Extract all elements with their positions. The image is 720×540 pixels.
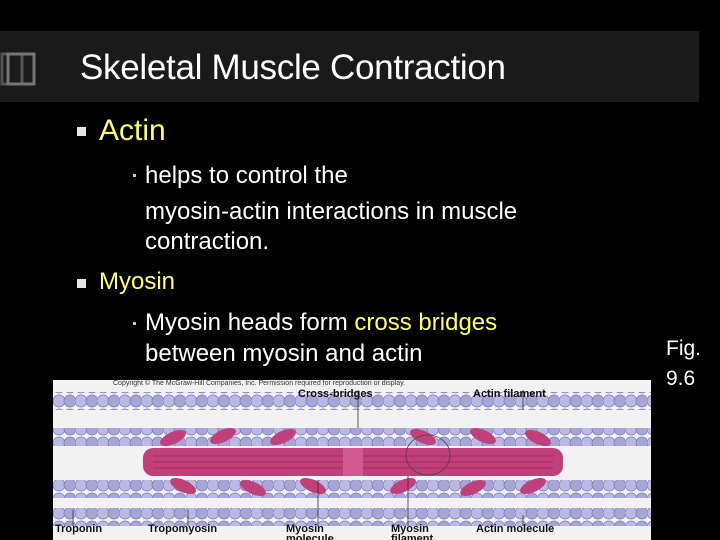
- slide-title: Skeletal Muscle Contraction: [80, 48, 506, 87]
- label-myosin-molecule-2: molecule: [286, 533, 334, 540]
- figure-reference: Fig. 9.6: [666, 334, 701, 394]
- title-bar: [0, 31, 699, 102]
- bullet-square-icon: [77, 279, 86, 288]
- myosin-description-pre: Myosin heads form: [145, 309, 355, 336]
- figure-reference-line-1: Fig.: [666, 337, 702, 360]
- sarcomere-diagram: [53, 390, 651, 526]
- bullet-myosin: Myosin: [99, 268, 176, 295]
- label-tropomyosin: Tropomyosin: [148, 523, 218, 535]
- myosin-heads: [160, 427, 551, 497]
- actin-filament: [53, 428, 651, 446]
- label-cross-bridges: Cross-bridges: [298, 388, 373, 400]
- label-troponin: Troponin: [55, 523, 103, 535]
- actin-filament: [53, 480, 651, 498]
- title-decoration-icon: [0, 52, 36, 86]
- actin-description-line-3: contraction.: [145, 228, 270, 255]
- actin-filament: [53, 392, 651, 410]
- figure-copyright: Copyright © The McGraw-Hill Companies, I…: [113, 380, 406, 387]
- bullet-square-icon: [77, 127, 86, 136]
- sub-bullet-icon: [133, 174, 136, 177]
- label-actin-molecule: Actin molecule: [476, 523, 555, 535]
- sub-bullet-icon: [133, 322, 136, 325]
- myosin-description-line-2: between myosin and actin: [145, 340, 423, 367]
- label-myosin-filament-2: filament: [391, 533, 434, 540]
- figure-reference-line-2: 9.6: [666, 367, 696, 390]
- label-actin-filament: Actin filament: [473, 388, 546, 400]
- actin-description-line-1: helps to control the: [145, 162, 348, 189]
- actin-filament: [53, 508, 651, 526]
- label-myosin-filament-1: Myosin: [391, 523, 429, 535]
- myosin-description-line-1: Myosin heads form cross bridges: [145, 305, 497, 341]
- cross-bridges-highlight: cross bridges: [354, 309, 498, 336]
- label-myosin-molecule-1: Myosin: [286, 523, 324, 535]
- actin-description-line-2: myosin-actin interactions in muscle: [145, 198, 518, 225]
- bullet-actin: Actin: [99, 114, 166, 147]
- sarcomere-figure: Copyright © The McGraw-Hill Companies, I…: [53, 380, 651, 540]
